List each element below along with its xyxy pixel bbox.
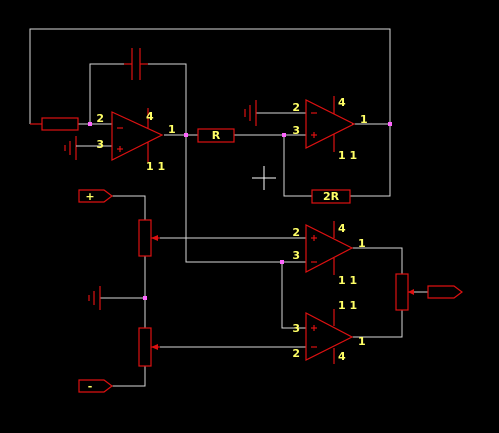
pin-label: 1 1 — [338, 149, 357, 162]
junction-node — [184, 133, 188, 137]
opamp-integrator[interactable]: 2 3 1 4 1 1 — [96, 108, 176, 173]
resistor-r-label: R — [212, 129, 221, 142]
crosshair-cursor-icon — [252, 166, 276, 190]
input-resistor[interactable] — [30, 117, 79, 131]
potentiometer-upper[interactable] — [138, 219, 160, 257]
supply-positive-label: + — [85, 190, 94, 203]
pin-label: 2 — [96, 112, 104, 125]
junction-node — [282, 133, 286, 137]
pin-label: 1 1 — [338, 274, 357, 287]
pin-label: 2 — [292, 101, 300, 114]
junction-node — [88, 122, 92, 126]
junctions — [88, 122, 392, 300]
pin-label: 4 — [338, 350, 346, 363]
pin-label: 4 — [146, 110, 154, 123]
output-port[interactable] — [427, 285, 463, 299]
junction-node — [388, 122, 392, 126]
pin-label: 2 — [292, 347, 300, 360]
ground-symbol — [64, 136, 112, 160]
ground-symbol — [244, 100, 257, 126]
pin-label: 1 — [360, 113, 368, 126]
pin-label: 1 1 — [146, 160, 165, 173]
opamp-summer[interactable]: 2 3 1 4 1 1 — [292, 96, 368, 162]
junction-node — [280, 260, 284, 264]
supply-negative-port[interactable]: - — [78, 379, 113, 393]
ground-symbol — [88, 286, 101, 310]
potentiometer-output[interactable] — [395, 273, 414, 311]
resistor-2r[interactable]: 2R — [311, 189, 351, 204]
potentiometer-lower[interactable] — [138, 327, 160, 367]
pin-label: 1 — [168, 123, 176, 136]
opamp-comparator-lower[interactable]: 3 2 1 1 1 4 — [292, 299, 366, 364]
pin-label: 1 1 — [338, 299, 357, 312]
pin-label: 1 — [358, 237, 366, 250]
opamp-comparator-upper[interactable]: 2 3 1 4 1 1 — [292, 221, 366, 287]
pin-label: 3 — [96, 138, 104, 151]
junction-node — [143, 296, 147, 300]
pin-label: 4 — [338, 96, 346, 109]
supply-negative-label: - — [88, 380, 93, 393]
supply-positive-port[interactable]: + — [78, 189, 113, 203]
pin-label: 3 — [292, 249, 300, 262]
pin-label: 4 — [338, 222, 346, 235]
pin-label: 2 — [292, 226, 300, 239]
pin-label: 3 — [292, 124, 300, 137]
wires — [29, 28, 428, 387]
pin-label: 3 — [292, 322, 300, 335]
resistor-2r-label: 2R — [323, 190, 340, 203]
resistor-r[interactable]: R — [197, 128, 235, 143]
feedback-capacitor[interactable] — [124, 48, 148, 80]
pin-label: 1 — [358, 335, 366, 348]
